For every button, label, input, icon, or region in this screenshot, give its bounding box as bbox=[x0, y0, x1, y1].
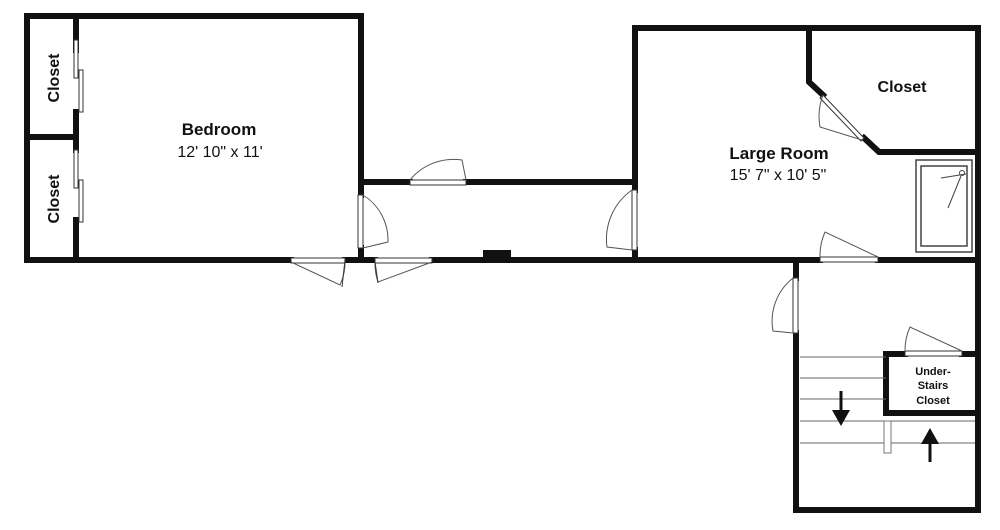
stairs bbox=[800, 356, 975, 462]
doors bbox=[290, 94, 963, 357]
door-large-room-left bbox=[606, 189, 638, 251]
closet-top-label: Closet bbox=[46, 53, 63, 103]
walls bbox=[24, 13, 981, 513]
door-stairs-left bbox=[771, 277, 799, 334]
under-stairs-label-line2: Stairs bbox=[918, 380, 949, 392]
stair-down-arrow-icon bbox=[832, 391, 850, 426]
bedroom-label: Bedroom bbox=[182, 120, 257, 139]
large-room-label: Large Room bbox=[729, 144, 828, 163]
large-room-dimensions: 15' 7" x 10' 5" bbox=[730, 167, 827, 184]
door-bedroom-right bbox=[357, 194, 389, 249]
closet-sliding-doors bbox=[73, 39, 84, 223]
door-bedroom-bottom bbox=[290, 257, 346, 288]
door-closet-diagonal bbox=[818, 94, 865, 142]
door-under-stairs bbox=[904, 326, 963, 357]
closet-right-label: Closet bbox=[878, 79, 928, 96]
closet-bottom-label: Closet bbox=[46, 174, 63, 224]
shower-icon bbox=[915, 159, 973, 253]
door-large-room-bottom bbox=[819, 231, 879, 263]
room-labels: Closet Closet Bedroom 12' 10" x 11' Larg… bbox=[46, 53, 951, 407]
stair-up-arrow-icon bbox=[921, 428, 939, 462]
under-stairs-label-line3: Closet bbox=[916, 395, 950, 407]
door-hallway-bottom bbox=[374, 257, 433, 284]
door-hallway-top bbox=[409, 158, 467, 186]
bedroom-dimensions: 12' 10" x 11' bbox=[177, 144, 262, 161]
under-stairs-label-line1: Under- bbox=[915, 366, 951, 378]
